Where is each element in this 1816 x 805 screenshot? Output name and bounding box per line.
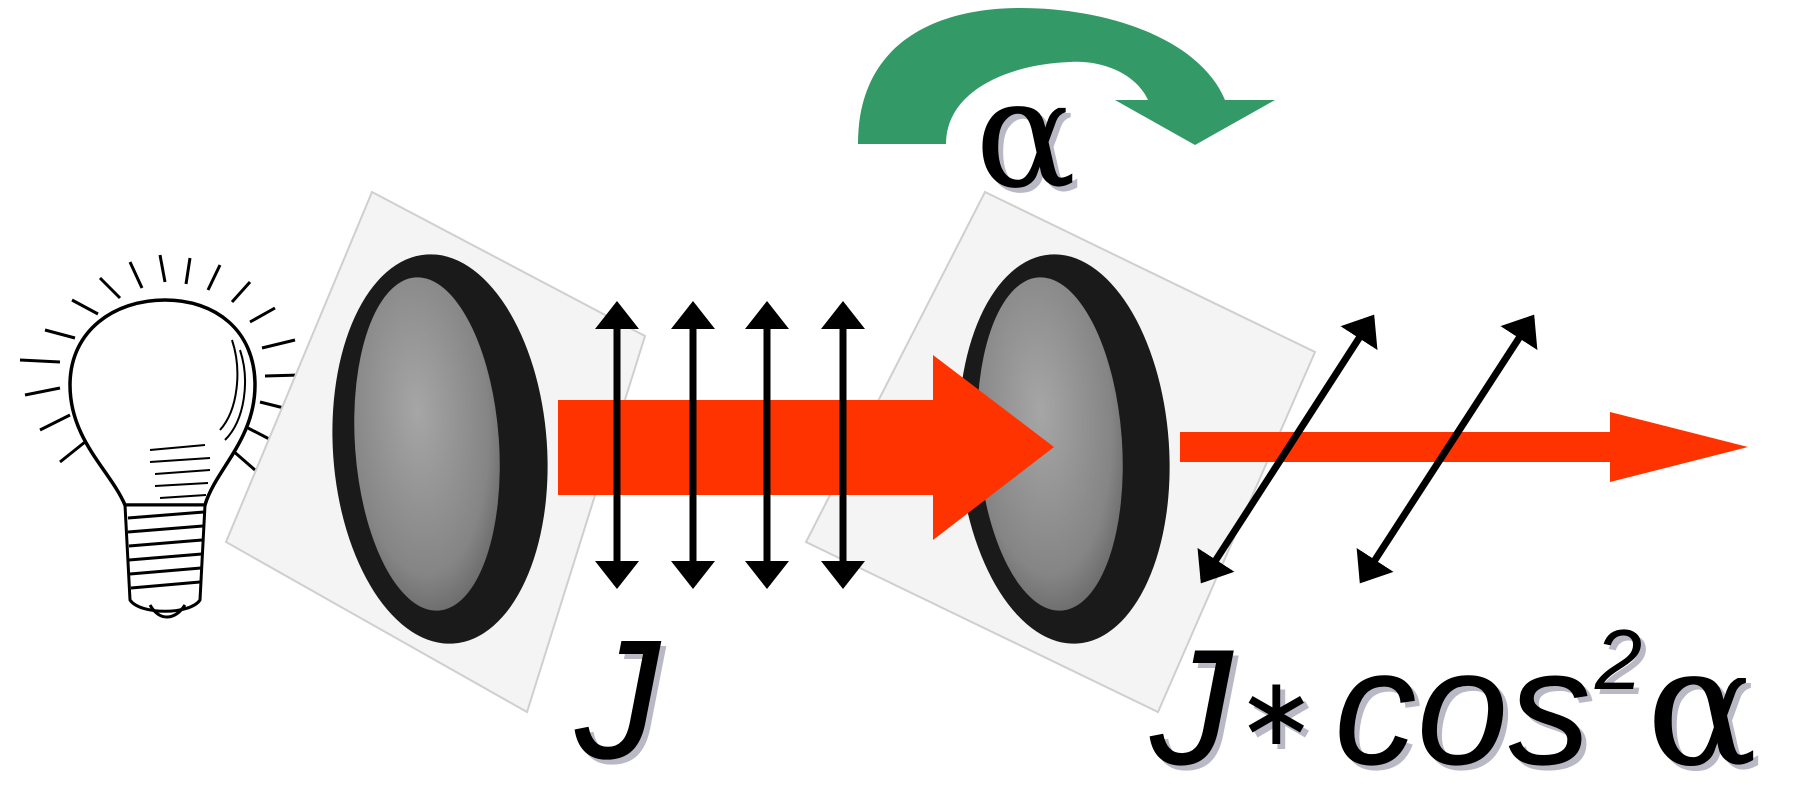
bulb-glass: [68, 298, 257, 507]
bulb-base: [123, 503, 207, 619]
transmitted-intensity-formula: J∗cos2α: [1150, 618, 1758, 790]
curved-rotation-arrow-icon: [858, 8, 1275, 145]
bulb-shading: [149, 339, 246, 499]
polarizer-filter: [224, 190, 647, 714]
polarizer-glass: [354, 277, 500, 611]
light-rays: [19, 254, 301, 472]
rotation-angle-label: α: [975, 48, 1077, 222]
polarization-arrow: [1356, 314, 1538, 584]
light-bulb-icon: [19, 254, 301, 619]
formula-operator: ∗: [1236, 659, 1317, 765]
diagonal-polarization-arrows: [1197, 314, 1538, 584]
formula-angle: α: [1646, 611, 1758, 803]
formula-intensity: J: [1150, 615, 1233, 799]
formula-function: cos: [1334, 615, 1591, 799]
vertical-polarization-arrows: [595, 301, 865, 589]
incident-intensity-label: J: [575, 605, 660, 795]
polarization-arrow: [1197, 314, 1378, 584]
formula-exponent: 2: [1594, 613, 1643, 708]
